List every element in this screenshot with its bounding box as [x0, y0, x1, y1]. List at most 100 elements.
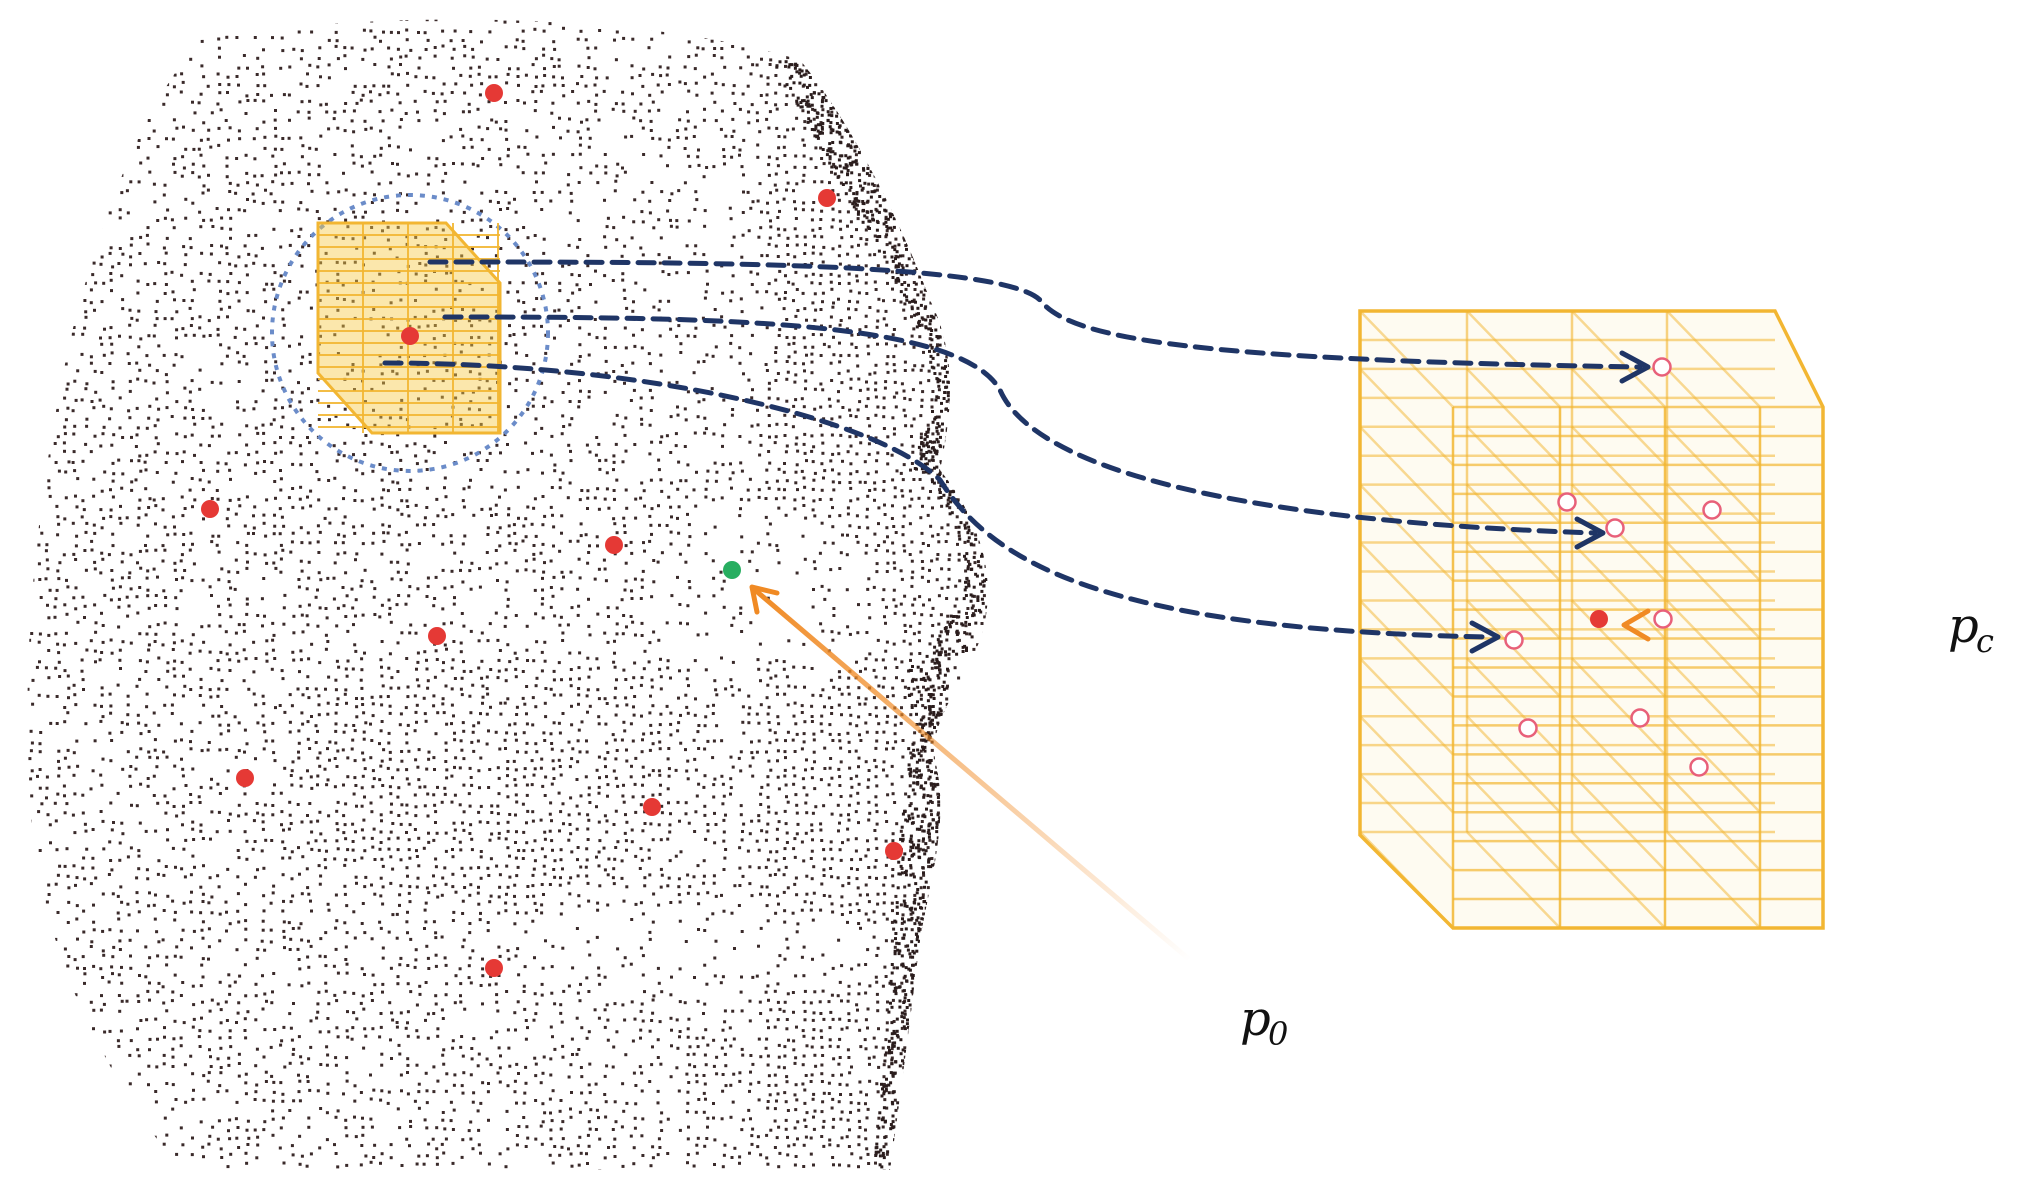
- cloud-point: [854, 415, 858, 419]
- cloud-point: [918, 595, 922, 599]
- cloud-point: [47, 479, 51, 483]
- cloud-point: [175, 126, 179, 130]
- cloud-point: [688, 535, 692, 539]
- cloud-point: [19, 442, 22, 445]
- cloud-point: [686, 512, 689, 516]
- cloud-point: [399, 118, 403, 121]
- cloud-point: [712, 703, 715, 707]
- cloud-point: [174, 623, 178, 627]
- cloud-point: [272, 532, 276, 536]
- cloud-point: [750, 30, 754, 34]
- cloud-point: [587, 551, 591, 554]
- cloud-point: [569, 677, 572, 681]
- cloud-point: [783, 488, 786, 492]
- cloud-point: [265, 378, 269, 382]
- cloud-point: [45, 228, 49, 232]
- cloud-point: [729, 217, 733, 221]
- cloud-point: [802, 143, 806, 147]
- cloud-point: [207, 173, 210, 177]
- cloud-point: [858, 733, 861, 737]
- cloud-point: [956, 542, 959, 546]
- cloud-point: [624, 678, 628, 681]
- cloud-point: [630, 134, 634, 138]
- cloud-point: [895, 145, 899, 148]
- cloud-point: [594, 46, 598, 50]
- cloud-point: [937, 640, 941, 644]
- cloud-point: [927, 459, 931, 463]
- cloud-point: [820, 90, 824, 94]
- cloud-point: [838, 323, 842, 327]
- cloud-point: [261, 694, 265, 698]
- cloud-point: [632, 116, 636, 120]
- cloud-point: [227, 580, 231, 584]
- cloud-point: [868, 424, 872, 428]
- cloud-point: [774, 91, 778, 95]
- cloud-point: [768, 110, 772, 114]
- cloud-point: [495, 562, 499, 566]
- cloud-point: [19, 633, 22, 636]
- cloud-point: [460, 162, 464, 166]
- cloud-point: [630, 589, 633, 593]
- cloud-point: [893, 657, 897, 661]
- cloud-point: [958, 263, 962, 267]
- cloud-point: [19, 336, 22, 339]
- cloud-point: [252, 199, 256, 203]
- cloud-point: [236, 400, 239, 404]
- cloud-point: [588, 704, 592, 708]
- cloud-point: [55, 226, 59, 229]
- cloud-point: [578, 379, 581, 383]
- cloud-point: [909, 624, 913, 628]
- cloud-point: [450, 585, 454, 589]
- cloud-point: [369, 29, 373, 33]
- cloud-point: [577, 181, 581, 184]
- cloud-point: [220, 216, 224, 220]
- cloud-point: [92, 406, 96, 410]
- cloud-point: [157, 407, 161, 411]
- cloud-point: [108, 251, 112, 255]
- cloud-point: [657, 308, 661, 312]
- cloud-point: [576, 37, 580, 41]
- cloud-point: [946, 263, 950, 267]
- cloud-point: [424, 279, 428, 283]
- cloud-point: [935, 255, 939, 259]
- cloud-point: [732, 84, 736, 88]
- cloud-point: [91, 210, 95, 214]
- cloud-point: [901, 478, 905, 482]
- cloud-point: [325, 110, 329, 114]
- cloud-point: [380, 674, 384, 678]
- cloud-point: [649, 694, 652, 698]
- cloud-point: [805, 353, 808, 357]
- cloud-point: [189, 57, 193, 61]
- cloud-point: [100, 74, 104, 78]
- cloud-point: [846, 533, 849, 537]
- cloud-point: [353, 84, 357, 88]
- cloud-point: [460, 254, 464, 258]
- cloud-point: [508, 382, 512, 386]
- cloud-point: [819, 694, 823, 698]
- cloud-point: [432, 704, 436, 708]
- cloud-point: [99, 93, 103, 97]
- cloud-point: [543, 74, 547, 77]
- cloud-point: [55, 408, 59, 412]
- cloud-point: [866, 417, 870, 420]
- cloud-point: [92, 494, 96, 498]
- cloud-point: [685, 677, 689, 681]
- cloud-point: [936, 75, 940, 79]
- cloud-point: [560, 514, 564, 518]
- cloud-point: [903, 316, 907, 320]
- cloud-point: [54, 666, 58, 670]
- cloud-point: [516, 75, 520, 78]
- cloud-point: [461, 220, 465, 224]
- cloud-point: [388, 445, 391, 449]
- cloud-point: [521, 539, 525, 543]
- cloud-point: [895, 391, 899, 395]
- cloud-point: [65, 612, 69, 616]
- cloud-point: [381, 119, 385, 123]
- cloud-point: [710, 387, 714, 391]
- cloud-point: [598, 459, 602, 463]
- cloud-point: [974, 399, 978, 403]
- cloud-point: [902, 136, 906, 140]
- cloud-point: [470, 336, 473, 340]
- cloud-point: [648, 93, 652, 97]
- cloud-point: [964, 228, 968, 232]
